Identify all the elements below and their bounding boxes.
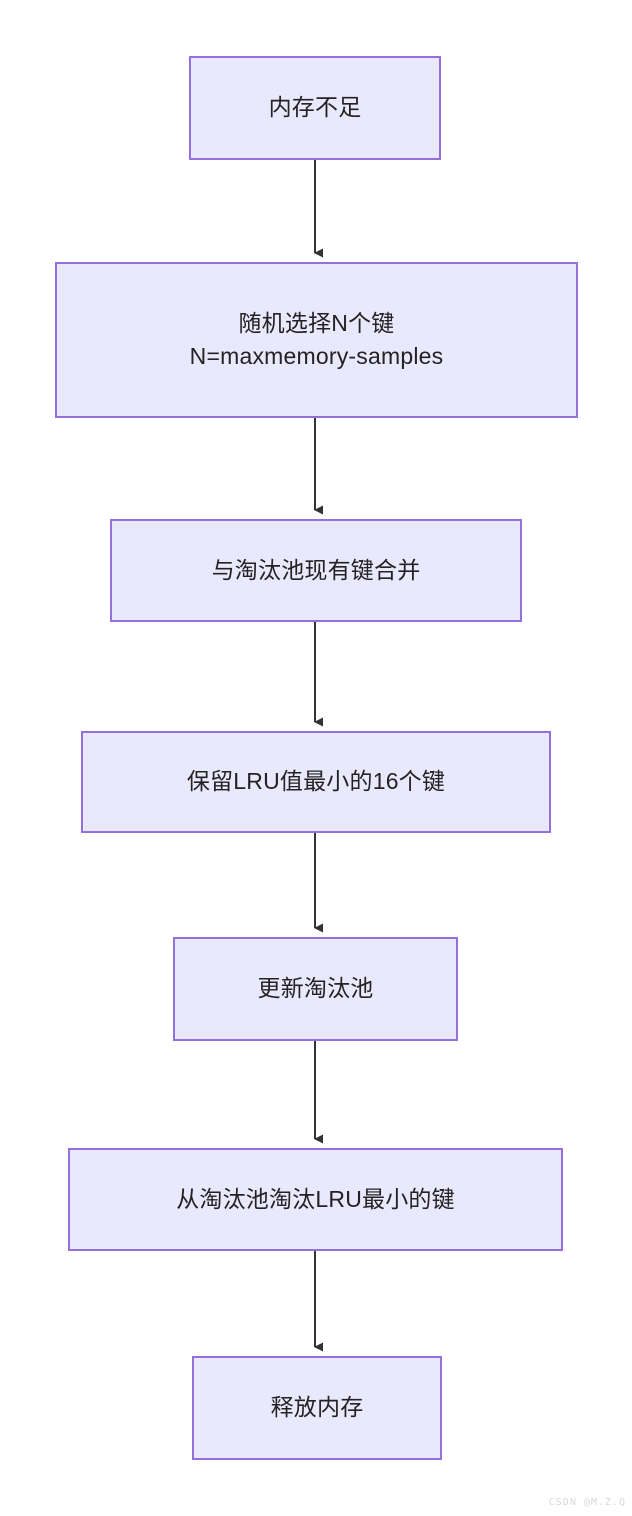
flow-node-free-memory[interactable]: 释放内存 <box>192 1356 442 1460</box>
flow-node-evict-smallest-lru-key[interactable]: 从淘汰池淘汰LRU最小的键 <box>68 1148 563 1251</box>
flow-node-label: 与淘汰池现有键合并 <box>211 556 421 583</box>
csdn-watermark: CSDN @M.Z.Q <box>548 1497 626 1508</box>
flow-node-label: 从淘汰池淘汰LRU最小的键 <box>176 1185 455 1212</box>
flow-node-keep-smallest-lru-16[interactable]: 保留LRU值最小的16个键 <box>81 731 551 833</box>
flow-node-update-eviction-pool[interactable]: 更新淘汰池 <box>173 937 458 1041</box>
flow-node-label: 更新淘汰池 <box>257 975 374 1002</box>
flow-node-label: 保留LRU值最小的16个键 <box>186 768 446 795</box>
flow-node-label: 随机选择N个键 N=maxmemory-samples <box>189 309 444 369</box>
flow-node-label: 内存不足 <box>268 94 362 121</box>
flow-node-random-sample-keys[interactable]: 随机选择N个键 N=maxmemory-samples <box>55 262 578 418</box>
flow-node-label: 释放内存 <box>270 1394 364 1421</box>
flow-node-memory-insufficient[interactable]: 内存不足 <box>189 56 441 160</box>
flow-node-merge-with-eviction-pool[interactable]: 与淘汰池现有键合并 <box>110 519 522 622</box>
